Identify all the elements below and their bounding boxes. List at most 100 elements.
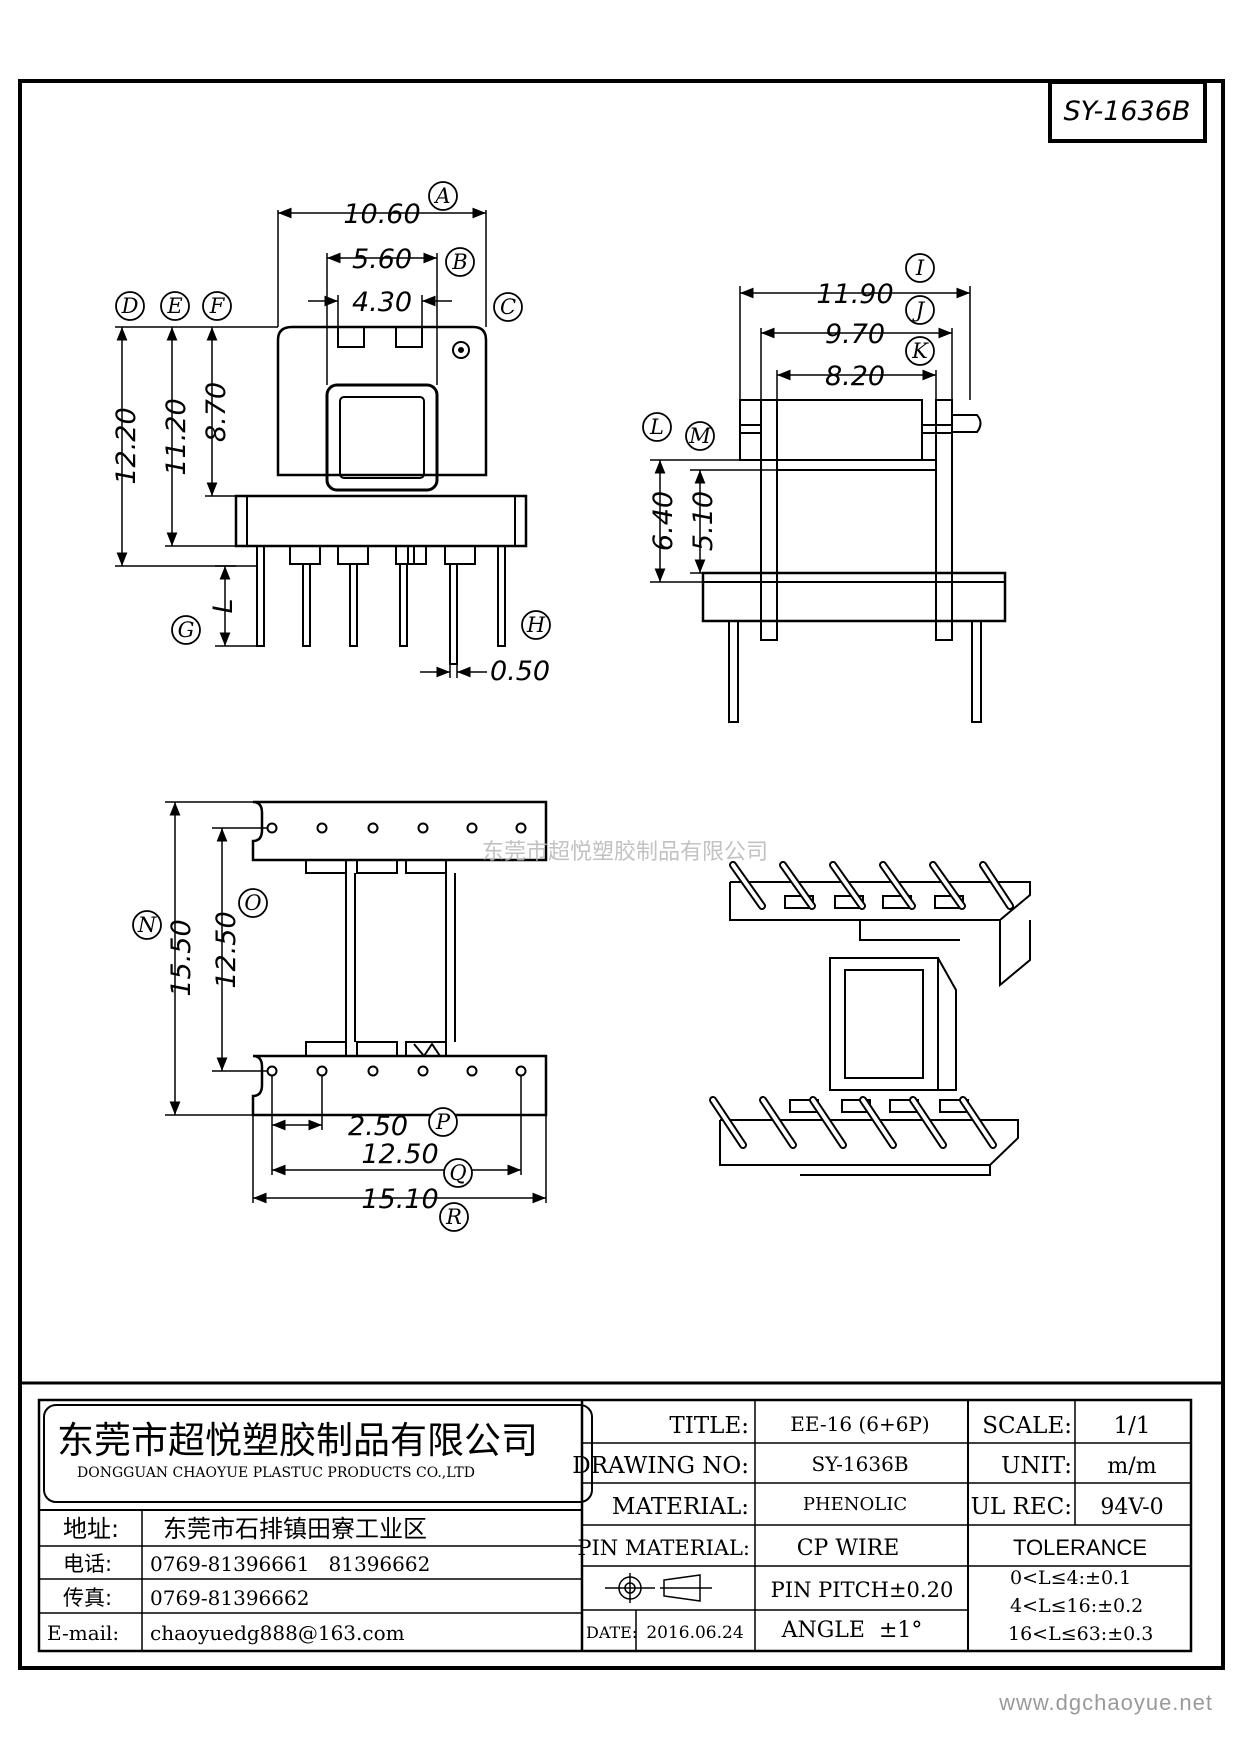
- material-value: PHENOLIC: [803, 1494, 907, 1515]
- callout-letter: E: [166, 294, 182, 318]
- tolerance-row-2: 4<L≤16:±0.2: [1010, 1595, 1143, 1617]
- address-value: 东莞市石排镇田寮工业区: [163, 1515, 427, 1543]
- callout-q: Q: [443, 1158, 473, 1188]
- dim-n-value: 15.50: [166, 919, 197, 996]
- callout-letter: C: [500, 295, 516, 319]
- fax-value: 0769-81396662: [150, 1586, 309, 1610]
- drawing-border: [18, 79, 1225, 1670]
- callout-o: O: [238, 888, 268, 918]
- dim-q-value: 12.50: [361, 1139, 438, 1170]
- scale-value: 1/1: [1113, 1413, 1150, 1439]
- company-name-cn: 东莞市超悦塑胶制品有限公司: [57, 1419, 538, 1462]
- callout-letter: R: [445, 1205, 462, 1229]
- watermark-text: 东莞市超悦塑胶制品有限公司: [482, 840, 768, 865]
- top-view-dimensions: [165, 801, 547, 1204]
- dim-l-value: 6.40: [648, 491, 679, 551]
- dim-b-value: 5.60: [352, 244, 412, 275]
- dim-i-value: 11.90: [816, 279, 893, 310]
- callout-k: K: [905, 336, 935, 366]
- front-view-dimensions: [115, 207, 487, 678]
- side-view-dimensions: [650, 286, 971, 583]
- projection-symbol-icon: [605, 1573, 712, 1603]
- drawing-no-value: SY-1636B: [811, 1452, 908, 1476]
- title-value: EE-16 (6+6P): [790, 1412, 929, 1436]
- callout-g: G: [171, 615, 201, 645]
- callout-p: P: [428, 1107, 458, 1137]
- fax-label: 传真:: [63, 1586, 112, 1610]
- callout-letter: D: [121, 294, 139, 318]
- dim-h-value: 0.50: [490, 656, 550, 687]
- dim-o-value: 12.50: [211, 911, 242, 988]
- callout-l: L: [642, 412, 672, 442]
- callout-letter: K: [911, 339, 929, 363]
- date-label: DATE:: [586, 1623, 637, 1642]
- callout-n: N: [132, 910, 162, 940]
- dim-p-value: 2.50: [348, 1111, 408, 1142]
- callout-j: J: [905, 295, 935, 325]
- scale-label: SCALE:: [982, 1413, 1072, 1439]
- dim-m-value: 5.10: [688, 491, 719, 551]
- callout-letter: O: [244, 891, 261, 915]
- dim-d-value: 12.20: [111, 407, 142, 484]
- callout-a: A: [428, 181, 458, 211]
- title-label: TITLE:: [669, 1413, 749, 1439]
- callout-letter: Q: [449, 1161, 466, 1185]
- material-label: MATERIAL:: [612, 1494, 749, 1520]
- pin-material-label: PIN MATERIAL:: [577, 1536, 750, 1560]
- side-view: [701, 399, 1007, 723]
- address-label: 地址:: [63, 1515, 119, 1543]
- front-view: [234, 325, 528, 665]
- part-number: SY-1636B: [1064, 96, 1191, 127]
- dim-g-value: L: [208, 598, 239, 613]
- pin-pitch: PIN PITCH±0.20: [771, 1578, 954, 1602]
- callout-e: E: [160, 291, 190, 321]
- ul-label: UL REC:: [971, 1494, 1072, 1520]
- callout-f: F: [202, 291, 232, 321]
- callout-letter: M: [688, 424, 711, 448]
- callout-c: C: [493, 292, 523, 322]
- phone-label: 电话:: [63, 1552, 112, 1576]
- part-number-box: SY-1636B: [1048, 80, 1207, 143]
- callout-letter: P: [435, 1110, 451, 1134]
- top-row-pin-holes: [266, 822, 527, 834]
- top-view: [251, 800, 548, 1117]
- bottom-row-pin-holes: [266, 1065, 527, 1077]
- dim-e-value: 11.20: [161, 398, 192, 475]
- dim-f-value: 8.70: [201, 382, 232, 442]
- phone-value: 0769-81396661 81396662: [150, 1552, 430, 1576]
- callout-letter: H: [526, 613, 546, 637]
- callout-letter: B: [451, 250, 467, 274]
- callout-letter: I: [915, 256, 925, 280]
- callout-r: R: [439, 1202, 469, 1232]
- drawing-no-label: DRAWING NO:: [572, 1453, 749, 1479]
- date-value: 2016.06.24: [646, 1623, 743, 1643]
- isometric-pins-inner: [711, 863, 1012, 1147]
- ul-value: 94V-0: [1100, 1495, 1163, 1520]
- callout-b: B: [445, 247, 475, 277]
- dim-k-value: 8.20: [825, 361, 885, 392]
- tolerance-label: TOLERANCE: [1013, 1535, 1147, 1560]
- dim-r-value: 15.10: [361, 1184, 438, 1215]
- callout-letter: J: [912, 298, 926, 322]
- callout-letter: A: [433, 184, 450, 208]
- email-value: chaoyuedg888@163.com: [150, 1621, 405, 1645]
- website-text: www.dgchaoyue.net: [998, 1690, 1213, 1715]
- unit-label: UNIT:: [1001, 1453, 1072, 1479]
- callout-h: H: [521, 610, 551, 640]
- tolerance-row-3: 16<L≤63:±0.3: [1008, 1623, 1153, 1645]
- tolerance-row-1: 0<L≤4:±0.1: [1010, 1567, 1131, 1589]
- callout-letter: N: [137, 913, 157, 937]
- callout-letter: F: [209, 294, 226, 318]
- dim-b2-value: 4.30: [352, 287, 412, 318]
- dim-j-value: 9.70: [825, 319, 885, 350]
- callout-i: I: [905, 253, 935, 283]
- callout-d: D: [115, 291, 145, 321]
- pin-material-value: CP WIRE: [797, 1536, 900, 1561]
- company-name-en: DONGGUAN CHAOYUE PLASTUC PRODUCTS CO.,LT…: [77, 1465, 475, 1481]
- dim-a-value: 10.60: [343, 199, 420, 230]
- callout-letter: L: [649, 415, 664, 439]
- callout-letter: G: [178, 618, 195, 642]
- angle: ANGLE ±1°: [781, 1618, 923, 1643]
